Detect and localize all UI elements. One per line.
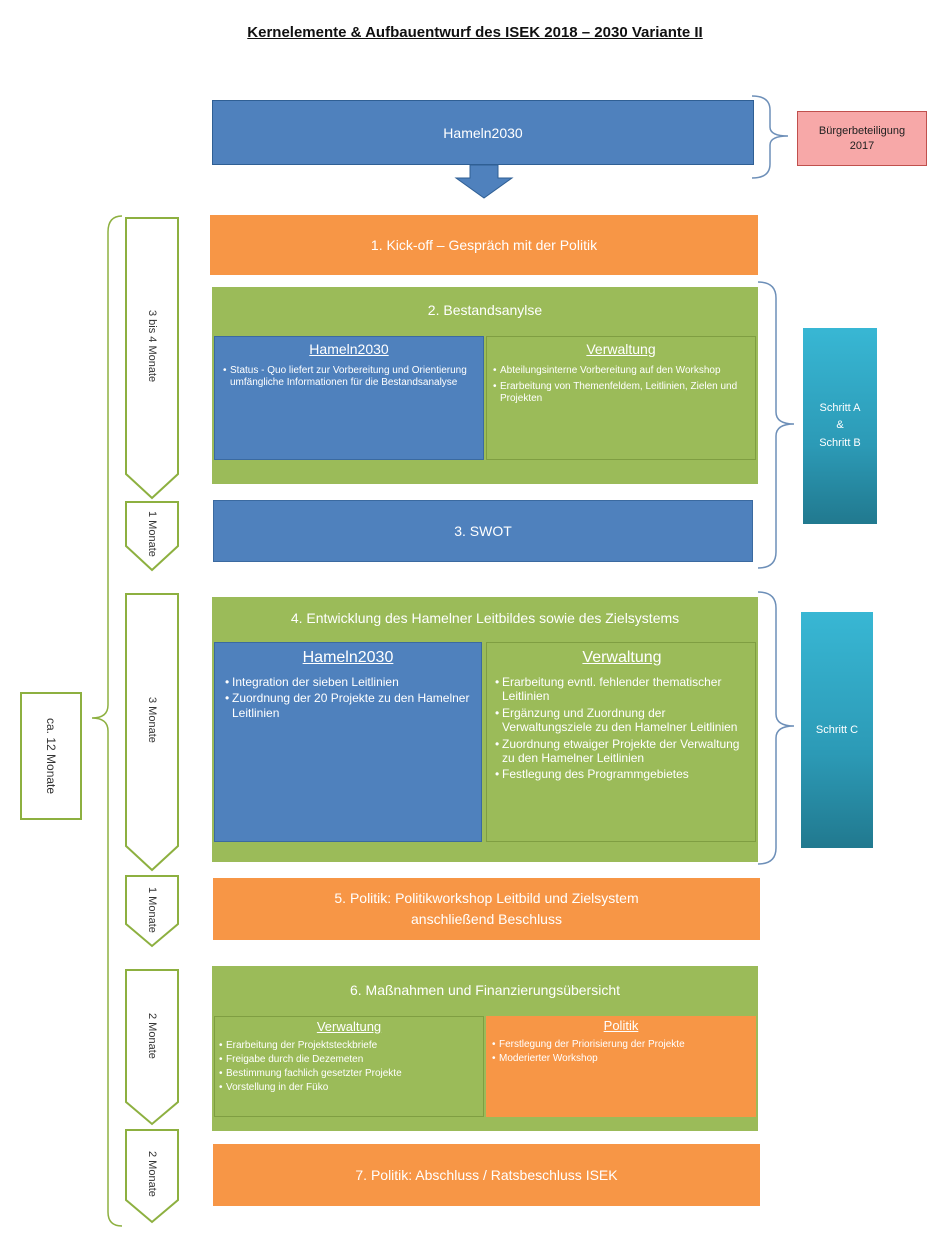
bracket-schritt-c bbox=[757, 591, 795, 865]
list-item: Erarbeitung der Projektsteckbriefe bbox=[219, 1040, 479, 1052]
duration-text: 1 Monate bbox=[146, 511, 158, 557]
duration-chevron-2 bbox=[125, 501, 179, 572]
step2-left-header: Hameln2030 bbox=[309, 341, 389, 357]
duration-label-4: 1 Monate bbox=[126, 878, 178, 942]
duration-label-6: 2 Monate bbox=[126, 1132, 178, 1216]
bracket-schritt-ab bbox=[757, 281, 795, 569]
step5-box: 5. Politik: Politikworkshop Leitbild und… bbox=[213, 878, 760, 940]
step2-right-header: Verwaltung bbox=[586, 341, 656, 357]
step5-line2: anschließend Beschluss bbox=[411, 911, 562, 927]
step3-box: 3. SWOT bbox=[213, 500, 753, 562]
list-item: Zuordnung der 20 Projekte zu den Hamelne… bbox=[225, 691, 471, 720]
list-item: Zuordnung etwaiger Projekte der Verwaltu… bbox=[495, 737, 749, 766]
list-item: Status - Quo liefert zur Vorbereitung un… bbox=[223, 365, 475, 389]
step6-right-header: Politik bbox=[603, 1018, 639, 1033]
duration-label-1: 3 bis 4 Monate bbox=[126, 222, 178, 470]
list-item: Vorstellung in der Füko bbox=[219, 1082, 479, 1094]
step4-right-list: Erarbeitung evntl. fehlender thematische… bbox=[495, 675, 749, 782]
buergerbeteiligung-label: Bürgerbeteiligung bbox=[818, 124, 906, 137]
duration-text: 3 Monate bbox=[146, 697, 158, 743]
step2-left-list: Status - Quo liefert zur Vorbereitung un… bbox=[223, 365, 475, 389]
duration-text: 1 Monate bbox=[146, 887, 158, 933]
list-item: Erarbeitung von Themenfeldem, Leitlinien… bbox=[493, 381, 749, 405]
total-duration-text: ca. 12 Monate bbox=[44, 717, 58, 795]
step6-left-panel: Verwaltung Erarbeitung der Projektsteckb… bbox=[214, 1016, 484, 1117]
step6-left-list: Erarbeitung der Projektsteckbriefe Freig… bbox=[219, 1040, 479, 1094]
buergerbeteiligung-year: 2017 bbox=[849, 139, 875, 152]
down-arrow bbox=[454, 164, 514, 199]
step4-left-list: Integration der sieben Leitlinien Zuordn… bbox=[225, 675, 471, 720]
step6-left-header: Verwaltung bbox=[316, 1019, 382, 1034]
duration-chevron-6 bbox=[125, 1129, 179, 1224]
step6-right-panel: Politik Ferstlegung der Priorisierung de… bbox=[486, 1016, 756, 1117]
step6-title: 6. Maßnahmen und Finanzierungsübersicht bbox=[349, 982, 621, 998]
list-item: Abteilungsinterne Vorbereitung auf den W… bbox=[493, 365, 749, 377]
duration-chevron-1 bbox=[125, 217, 179, 500]
step2-left-panel: Hameln2030 Status - Quo liefert zur Vorb… bbox=[214, 336, 484, 460]
duration-text: 3 bis 4 Monate bbox=[146, 309, 158, 383]
step1-label: 1. Kick-off – Gespräch mit der Politik bbox=[370, 237, 598, 253]
step7-box: 7. Politik: Abschluss / Ratsbeschluss IS… bbox=[213, 1144, 760, 1206]
list-item: Bestimmung fachlich gesetzter Projekte bbox=[219, 1068, 479, 1080]
duration-text: 2 Monate bbox=[146, 1013, 158, 1059]
schritt-c-label: Schritt C bbox=[815, 724, 859, 736]
step4-title: 4. Entwicklung des Hamelner Leitbildes s… bbox=[290, 610, 680, 626]
step4-left-panel: Hameln2030 Integration der sieben Leitli… bbox=[214, 642, 482, 842]
bracket-buergerbeteiligung bbox=[751, 95, 789, 179]
list-item: Integration der sieben Leitlinien bbox=[225, 675, 471, 690]
step4-right-panel: Verwaltung Erarbeitung evntl. fehlender … bbox=[486, 642, 756, 842]
step4-left-header: Hameln2030 bbox=[302, 649, 394, 666]
duration-text: 2 Monate bbox=[146, 1151, 158, 1197]
list-item: Ergänzung und Zuordnung der Verwaltungsz… bbox=[495, 706, 749, 735]
step5-line1: 5. Politik: Politikworkshop Leitbild und… bbox=[334, 890, 639, 906]
schritt-ab-box: Schritt A & Schritt B bbox=[803, 328, 877, 524]
step7-label: 7. Politik: Abschluss / Ratsbeschluss IS… bbox=[355, 1167, 618, 1183]
overall-bracket bbox=[91, 215, 123, 1227]
schritt-c-box: Schritt C bbox=[801, 612, 873, 848]
duration-label-2: 1 Monate bbox=[126, 504, 178, 564]
duration-chevron-3 bbox=[125, 593, 179, 872]
duration-label-5: 2 Monate bbox=[126, 972, 178, 1100]
step2-title: 2. Bestandsanylse bbox=[427, 302, 543, 318]
total-duration-box: ca. 12 Monate bbox=[20, 692, 82, 820]
step6-right-list: Ferstlegung der Priorisierung der Projek… bbox=[492, 1039, 750, 1065]
step3-label: 3. SWOT bbox=[454, 523, 512, 539]
list-item: Erarbeitung evntl. fehlender thematische… bbox=[495, 675, 749, 704]
list-item: Ferstlegung der Priorisierung der Projek… bbox=[492, 1039, 750, 1051]
list-item: Festlegung des Programmgebietes bbox=[495, 767, 749, 782]
step2-right-panel: Verwaltung Abteilungsinterne Vorbereitun… bbox=[486, 336, 756, 460]
hameln-top-label: Hameln2030 bbox=[443, 124, 523, 141]
step2-right-list: Abteilungsinterne Vorbereitung auf den W… bbox=[493, 365, 749, 405]
duration-label-3: 3 Monate bbox=[126, 598, 178, 842]
list-item: Freigabe durch die Dezemeten bbox=[219, 1054, 479, 1066]
schritt-amp-label: & bbox=[836, 419, 844, 432]
schritt-a-label: Schritt A bbox=[819, 401, 861, 414]
step1-box: 1. Kick-off – Gespräch mit der Politik bbox=[210, 215, 758, 275]
duration-chevron-4 bbox=[125, 875, 179, 948]
list-item: Moderierter Workshop bbox=[492, 1053, 750, 1065]
hameln-top-box: Hameln2030 bbox=[212, 100, 754, 165]
buergerbeteiligung-box: Bürgerbeteiligung 2017 bbox=[797, 111, 927, 166]
duration-chevron-5 bbox=[125, 969, 179, 1126]
step4-right-header: Verwaltung bbox=[582, 649, 662, 666]
schritt-b-label: Schritt B bbox=[819, 436, 861, 449]
page-title: Kernelemente & Aufbauentwurf des ISEK 20… bbox=[247, 24, 703, 41]
